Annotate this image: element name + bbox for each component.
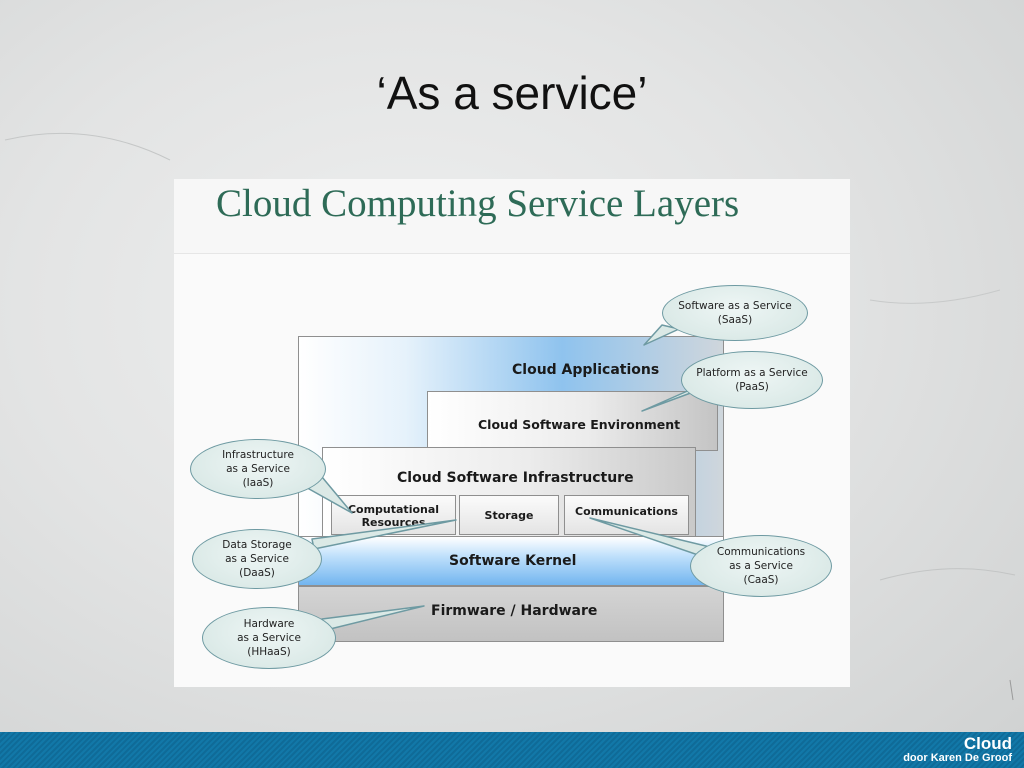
hhaas-line1: Hardware (243, 618, 295, 630)
diagram-header: Cloud Computing Service Layers (174, 179, 850, 254)
caas-line2: as a Service (729, 560, 793, 572)
paas-line1: Platform as a Service (696, 367, 808, 379)
footer-author: door Karen De Groof (903, 752, 1012, 764)
storage-label: Storage (484, 509, 534, 522)
layer-cloud-applications-label: Cloud Applications (512, 362, 660, 378)
footer-bar (0, 732, 1024, 768)
layer-cloud-software-infrastructure-label: Cloud Software Infrastructure (397, 470, 634, 486)
bubble-hhaas: Hardware as a Service (HHaaS) (202, 607, 336, 669)
layer-cloud-software-environment-label: Cloud Software Environment (478, 417, 681, 432)
hhaas-line3: (HHaaS) (247, 646, 291, 658)
paas-line2: (PaaS) (735, 381, 769, 393)
bubble-iaas: Infrastructure as a Service (IaaS) (190, 439, 326, 499)
footer-title: Cloud (963, 734, 1012, 753)
diagram-panel: Cloud Computing Service Layers Cloud App… (174, 179, 850, 687)
layer-software-kernel: Software Kernel (298, 536, 724, 586)
daas-line3: (DaaS) (239, 567, 275, 579)
iaas-line1: Infrastructure (222, 449, 294, 461)
communications-label: Communications (575, 505, 678, 518)
callout-tails (301, 324, 711, 631)
saas-line1: Software as a Service (678, 300, 792, 312)
iaas-line3: (IaaS) (242, 477, 274, 489)
tail-hhaas (321, 605, 425, 631)
diagram-title: Cloud Computing Service Layers (216, 182, 740, 225)
daas-line1: Data Storage (222, 539, 292, 551)
bubble-saas: Software as a Service (SaaS) (662, 285, 808, 341)
bubble-caas: Communications as a Service (CaaS) (690, 535, 832, 597)
layer-firmware-hardware-label: Firmware / Hardware (431, 603, 598, 619)
computational-label-line1: Computational (347, 503, 440, 516)
bubble-paas: Platform as a Service (PaaS) (681, 351, 823, 409)
hhaas-line2: as a Service (237, 632, 301, 644)
slide-title: ‘As a service’ (376, 67, 648, 119)
layer-software-kernel-label: Software Kernel (449, 553, 577, 569)
iaas-line2: as a Service (226, 463, 290, 475)
caas-line1: Communications (716, 546, 806, 558)
saas-line2: (SaaS) (717, 314, 753, 326)
daas-line2: as a Service (225, 553, 289, 565)
bubble-daas: Data Storage as a Service (DaaS) (192, 529, 322, 589)
caas-line3: (CaaS) (743, 574, 779, 586)
tail-daas (311, 519, 457, 550)
sub-box-storage: Storage (459, 495, 559, 535)
tail-saas (643, 324, 680, 346)
tail-caas (589, 517, 711, 558)
